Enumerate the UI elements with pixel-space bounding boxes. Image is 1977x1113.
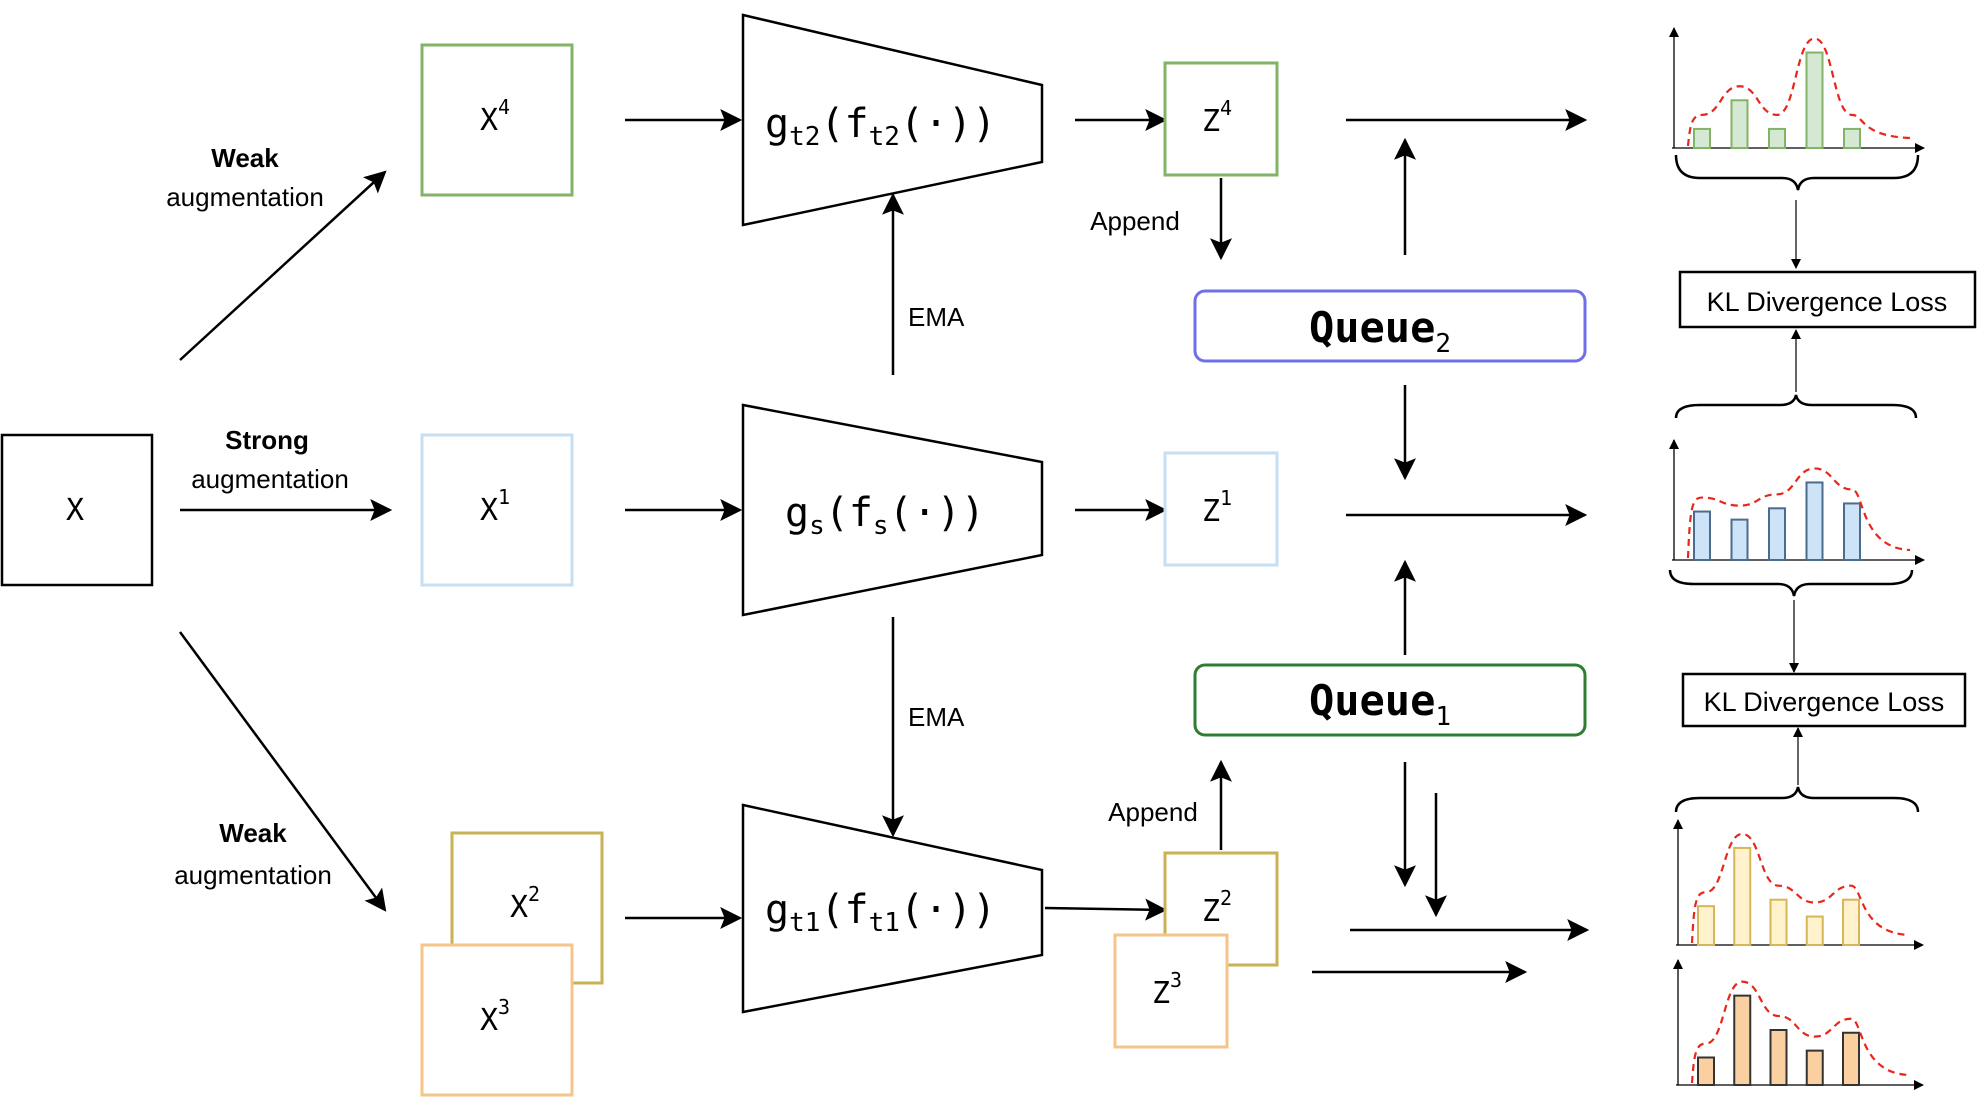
- histogram-teacher2-bar: [1730, 99, 1749, 149]
- histogram-teacher1-x3-bar: [1805, 1049, 1824, 1086]
- weak-top-label-bold: Weak: [211, 143, 279, 173]
- view-x4-label: X4: [480, 95, 510, 138]
- encoder-teacher2-label: gt2(ft2(·)): [765, 101, 996, 152]
- histogram-teacher1-x2-envelope: [1690, 832, 1910, 944]
- kl-loss-top-label: KL Divergence Loss: [1707, 287, 1948, 317]
- view-x1-box: X1: [420, 433, 574, 587]
- embedding-z3-label: Z3: [1152, 968, 1182, 1011]
- strong-label-bold: Strong: [225, 425, 309, 455]
- kl-loss-top-box: KL Divergence Loss: [1678, 270, 1977, 329]
- histogram-teacher2-bar: [1805, 51, 1824, 149]
- encoder-teacher1-label: gt1(ft1(·)): [765, 887, 996, 938]
- weak-bottom-arrow: [178, 631, 387, 912]
- histogram-teacher2-bar: [1693, 127, 1711, 149]
- histogram-student-envelope: [1686, 467, 1911, 559]
- histogram-teacher1-x2-bar: [1733, 846, 1752, 946]
- view-x3-label: X3: [480, 995, 510, 1038]
- strong-label-text: augmentation: [191, 464, 349, 494]
- encoder-teacher2: gt2(ft2(·)): [741, 13, 1044, 227]
- histogram-teacher1-x2-bar: [1697, 905, 1715, 946]
- queue1-label: Queue1: [1309, 676, 1451, 732]
- view-x4-box: X4: [420, 43, 574, 197]
- append-bottom-label: Append: [1108, 797, 1198, 827]
- histogram-teacher1-x3-bar: [1769, 1029, 1788, 1086]
- view-x2-label: X2: [510, 882, 540, 925]
- encoder-student-label: gs(fs(·)): [785, 490, 985, 541]
- ema-bottom-label: EMA: [908, 702, 965, 732]
- encoder-to-z2-arrow: [1044, 898, 1168, 921]
- histogram-teacher1-x3-bar: [1733, 994, 1752, 1086]
- append-top-label: Append: [1090, 206, 1180, 236]
- histogram-teacher1-x2-bar: [1805, 915, 1824, 947]
- input-x-box: X: [0, 433, 154, 587]
- histogram-student-bar: [1693, 510, 1711, 561]
- queue2-box: Queue2: [1193, 289, 1587, 363]
- brace-middle-lower: [1668, 569, 1914, 597]
- histogram-teacher1-x2-bar: [1842, 898, 1860, 946]
- embedding-z3-box: Z3: [1113, 933, 1229, 1049]
- embedding-z1-label: Z1: [1202, 486, 1232, 529]
- encoder-teacher1: gt1(ft1(·)): [741, 803, 1044, 1014]
- histogram-student-bar: [1843, 502, 1861, 562]
- brace-middle-upper: [1674, 394, 1918, 419]
- distribution-charts: [1669, 27, 1925, 1090]
- histogram-teacher1-x2: [1673, 819, 1924, 950]
- histogram-teacher1-x3-bar: [1842, 1031, 1860, 1086]
- kl-loss-bottom-box: KL Divergence Loss: [1681, 672, 1967, 728]
- histogram-teacher2-bar: [1768, 127, 1786, 149]
- queue2-label: Queue2: [1309, 303, 1451, 359]
- input-x-label: X: [66, 493, 84, 528]
- histogram-teacher2-bar: [1843, 127, 1861, 149]
- view-x1-label: X1: [480, 485, 510, 528]
- encoder-student: gs(fs(·)): [741, 403, 1044, 617]
- weak-top-label-text: augmentation: [166, 182, 324, 212]
- brace-bottom: [1674, 786, 1920, 813]
- kl-loss-bottom-label: KL Divergence Loss: [1704, 687, 1945, 717]
- embedding-z4-box: Z4: [1163, 61, 1279, 177]
- embedding-z2-label: Z2: [1202, 886, 1232, 929]
- histogram-teacher1-x3-envelope: [1690, 980, 1910, 1084]
- histogram-student-bar: [1768, 507, 1786, 561]
- histogram-teacher2: [1669, 27, 1925, 153]
- brace-top: [1674, 154, 1920, 191]
- queue1-box: Queue1: [1193, 663, 1587, 737]
- weak-bottom-label-text: augmentation: [174, 860, 332, 890]
- histogram-student: [1669, 439, 1925, 565]
- ema-top-label: EMA: [908, 302, 965, 332]
- histogram-teacher1-x2-bar: [1769, 898, 1788, 946]
- embedding-z1-box: Z1: [1163, 451, 1279, 567]
- weak-top-arrow: [179, 170, 387, 361]
- histogram-teacher1-x3: [1673, 959, 1924, 1090]
- weak-bottom-label-bold: Weak: [219, 818, 287, 848]
- embedding-z4-label: Z4: [1202, 96, 1232, 139]
- histogram-student-bar: [1805, 481, 1824, 562]
- histogram-teacher2-envelope: [1686, 37, 1911, 147]
- histogram-teacher1-x3-bar: [1697, 1056, 1715, 1086]
- view-x3-box: X3: [420, 943, 574, 1097]
- histogram-student-bar: [1730, 518, 1749, 561]
